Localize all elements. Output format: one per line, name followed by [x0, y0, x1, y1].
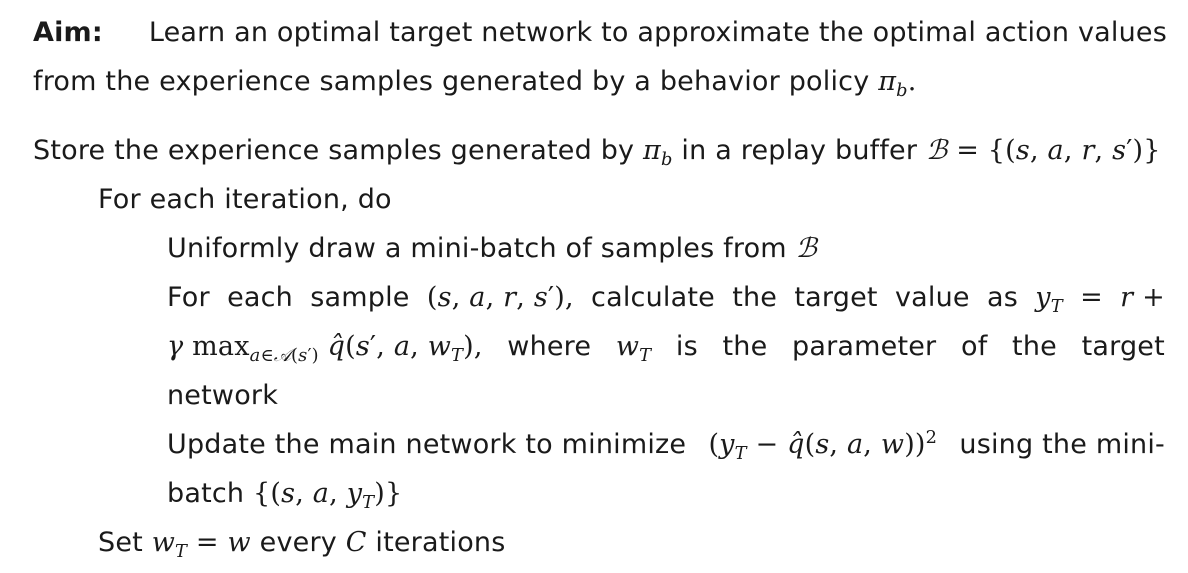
word: target	[794, 282, 878, 313]
word: For	[167, 282, 210, 313]
aim-text-1: Learn an optimal target network to appro…	[148, 17, 1167, 48]
minibatch-set-expression: {(s, a, yT)}	[253, 478, 403, 514]
word: value	[894, 282, 970, 313]
word: the	[732, 282, 778, 313]
set-mid: every	[259, 527, 337, 558]
word: of	[960, 331, 988, 362]
word: sample	[310, 282, 410, 313]
target-max-expression: γ maxa∈𝒜(s′) q̂(s′, a, wT),	[167, 331, 483, 367]
buffer-symbol: ℬ	[795, 233, 818, 264]
word: parameter	[792, 331, 937, 362]
store-line: Store the experience samples generated b…	[33, 133, 1161, 169]
word: where	[507, 331, 592, 362]
step-draw-minibatch: Uniformly draw a mini-batch of samples f…	[167, 231, 817, 267]
replay-buffer-expression: ℬ = {(s, a, r, s′)}	[925, 135, 1161, 166]
step3-tail: using the mini-	[959, 429, 1165, 460]
word: target	[1081, 331, 1165, 362]
store-mid-text: in a replay buffer	[681, 135, 918, 166]
equals-sign: =	[1080, 282, 1103, 313]
set-tail: iterations	[375, 527, 506, 558]
aim-label: Aim:	[33, 17, 103, 48]
loss-expression: (yT − q̂(s, a, w))2	[708, 427, 938, 465]
target-yT: yT	[1035, 282, 1063, 318]
word: the	[722, 331, 768, 362]
store-text: Store the experience samples generated b…	[33, 135, 635, 166]
word: the	[1012, 331, 1057, 362]
aim-line-2: from the experience samples generated by…	[33, 64, 917, 100]
aim-period: .	[907, 66, 917, 97]
store-policy-symbol: πb	[643, 135, 673, 171]
target-r-plus: r +	[1120, 282, 1165, 313]
set-target-line: Set wT = w every C iterations	[98, 525, 506, 561]
behavior-policy-symbol: πb	[878, 66, 908, 102]
loop-header: For each iteration, do	[98, 184, 392, 215]
step-target-line-2: γ maxa∈𝒜(s′) q̂(s′, a, wT), where wT is …	[167, 329, 1165, 365]
word: calculate	[591, 282, 715, 313]
word: each	[227, 282, 293, 313]
set-text: Set	[98, 527, 143, 558]
step-target-line-1: For each sample (s, a, r, s′), calculate…	[167, 280, 1165, 316]
set-expression: wT = w	[151, 527, 251, 563]
step1-text: Uniformly draw a mini-batch of samples f…	[167, 233, 787, 264]
sample-tuple: (s, a, r, s′),	[426, 282, 574, 313]
step3-text: Update the main network to minimize	[167, 429, 687, 460]
word: as	[986, 282, 1018, 313]
step-update-line-1: Update the main network to minimize (yT …	[167, 427, 1165, 463]
set-C: C	[345, 527, 367, 558]
step-target-line-3: network	[167, 380, 279, 411]
step-update-line-2: batch {(s, a, yT)}	[167, 476, 402, 512]
aim-line-1: Aim: Learn an optimal target network to …	[33, 15, 1167, 51]
parameter-wT: wT	[615, 331, 652, 367]
step3-line2-text: batch	[167, 478, 245, 509]
word: is	[675, 331, 698, 362]
aim-text-2: from the experience samples generated by…	[33, 66, 870, 97]
